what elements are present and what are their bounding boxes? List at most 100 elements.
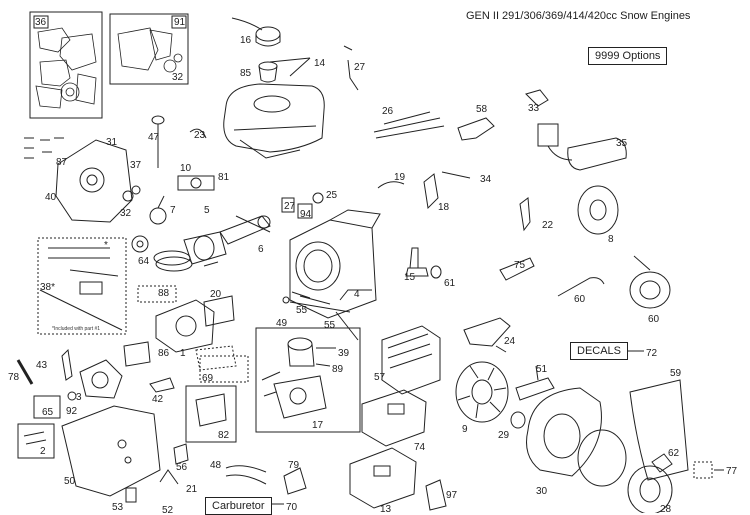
fuel-filter — [258, 61, 278, 83]
hose-23 — [189, 128, 207, 139]
piston-rings — [153, 250, 193, 272]
parts-box-65 — [33, 395, 61, 419]
part-label-28: 28 — [660, 504, 672, 513]
part-label-49: 49 — [276, 318, 288, 329]
part-label-89: 89 — [332, 364, 344, 375]
part-label-69: 69 — [202, 373, 214, 384]
part-label-27-box: 27 — [284, 201, 296, 212]
part-label-78: 78 — [8, 372, 20, 383]
part-label-39: 39 — [338, 348, 350, 359]
part-label-35: 35 — [616, 138, 628, 149]
label-box-91 — [171, 15, 187, 29]
choke-rod — [343, 45, 359, 91]
decals-box: DECALS — [570, 342, 629, 360]
bolts-87 — [24, 137, 64, 159]
switch-18 — [423, 173, 439, 210]
air-cleaner-3 — [79, 359, 123, 399]
callout-line-14 — [289, 57, 311, 77]
callout-line-24 — [495, 345, 507, 353]
bolts-88 — [137, 285, 177, 303]
fan-9 — [455, 361, 509, 423]
part-label-16: 16 — [240, 35, 252, 46]
parts-box-2 — [17, 423, 55, 459]
guard-97 — [425, 479, 447, 511]
shroud-24 — [463, 317, 511, 347]
part-label-15: 15 — [404, 272, 416, 283]
part-label-56: 56 — [176, 462, 188, 473]
part-label-64: 64 — [138, 256, 150, 267]
wiring-60 — [557, 277, 605, 297]
part-label-58: 58 — [476, 104, 488, 115]
part-label-59: 59 — [670, 368, 682, 379]
shaft-55 — [289, 301, 351, 313]
part-label-51: 51 — [536, 364, 548, 375]
flywheel-8 — [577, 185, 619, 235]
fuel-tank — [223, 83, 325, 159]
part-label-34: 34 — [480, 174, 492, 185]
bracket-51 — [515, 365, 555, 401]
part-label-21: 21 — [186, 484, 198, 495]
part-label-7: 7 — [170, 205, 176, 216]
gasket-set-91 — [117, 27, 183, 73]
parts-box-82 — [185, 385, 237, 443]
bracket-22 — [519, 197, 531, 232]
part-label-97: 97 — [446, 490, 458, 501]
part-label-47: 47 — [148, 132, 160, 143]
valve-15-61 — [405, 247, 442, 279]
label-box-36 — [33, 15, 49, 29]
gasket-86 — [123, 341, 151, 367]
part-label-38: 38* — [40, 282, 55, 293]
part-label-40: 40 — [45, 192, 57, 203]
fuel-cap — [231, 17, 281, 47]
muffler-13 — [349, 447, 417, 509]
gasket-kit-box-36 — [29, 11, 103, 119]
handle-62 — [651, 453, 673, 473]
head-gasket — [203, 295, 235, 327]
part-label-36: 36 — [35, 17, 47, 28]
part-labels: 36 91 32 16 85 14 27 33 26 58 35 31 47 2… — [8, 17, 738, 513]
piston — [183, 231, 227, 265]
switch-53 — [125, 487, 137, 503]
gasket-20 — [203, 261, 219, 267]
footnote-text: *Included with part #1 — [52, 326, 100, 332]
crankcase-cover — [55, 139, 133, 223]
part-label-30: 30 — [536, 486, 548, 497]
bracket-79 — [283, 467, 307, 495]
part-label-70: 70 — [286, 502, 298, 513]
part-label-20: 20 — [210, 289, 222, 300]
part-label-4: 4 — [354, 289, 360, 300]
part-label-85: 85 — [240, 68, 252, 79]
valve-components — [39, 247, 123, 331]
parts-69-box — [199, 355, 249, 383]
part-label-5: 5 — [204, 205, 210, 216]
part-56 — [173, 443, 189, 465]
gasket-kit-box-91 — [109, 13, 189, 85]
part-label-10: 10 — [180, 163, 192, 174]
part-label-77: 77 — [726, 466, 738, 477]
box-77 — [693, 461, 713, 479]
part-label-48: 48 — [210, 460, 222, 471]
part-label-55-lower: 55 — [324, 320, 336, 331]
part-label-88: 88 — [158, 288, 170, 299]
part-label-52: 52 — [162, 505, 174, 513]
part-label-29: 29 — [498, 430, 510, 441]
stator-60 — [629, 255, 671, 309]
part-label-9: 9 — [462, 424, 468, 435]
part-label-22: 22 — [542, 220, 554, 231]
part-label-31: 31 — [106, 137, 118, 148]
part-label-81: 81 — [218, 172, 230, 183]
part-label-75: 75 — [514, 260, 526, 271]
part-label-26: 26 — [382, 106, 394, 117]
shroud-50 — [61, 405, 161, 497]
part-label-27-top: 27 — [354, 62, 366, 73]
part-label-72: 72 — [646, 348, 658, 359]
part-label-53: 53 — [112, 502, 124, 513]
carburetor — [261, 337, 327, 419]
part-label-37: 37 — [130, 160, 142, 171]
seal-25 — [312, 192, 324, 204]
rod-55 — [335, 311, 359, 341]
part-label-17: 17 — [312, 420, 324, 431]
asterisk-mark: * — [104, 240, 108, 251]
part-label-3: 3 — [76, 392, 82, 403]
callout-line-6 — [235, 215, 271, 233]
